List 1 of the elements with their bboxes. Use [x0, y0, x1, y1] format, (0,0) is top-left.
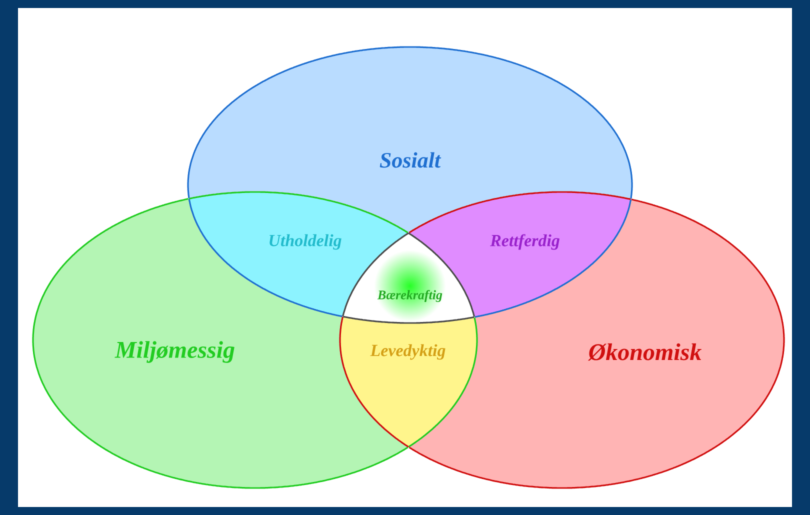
venn-overlap: Levedyktig: [339, 316, 478, 448]
